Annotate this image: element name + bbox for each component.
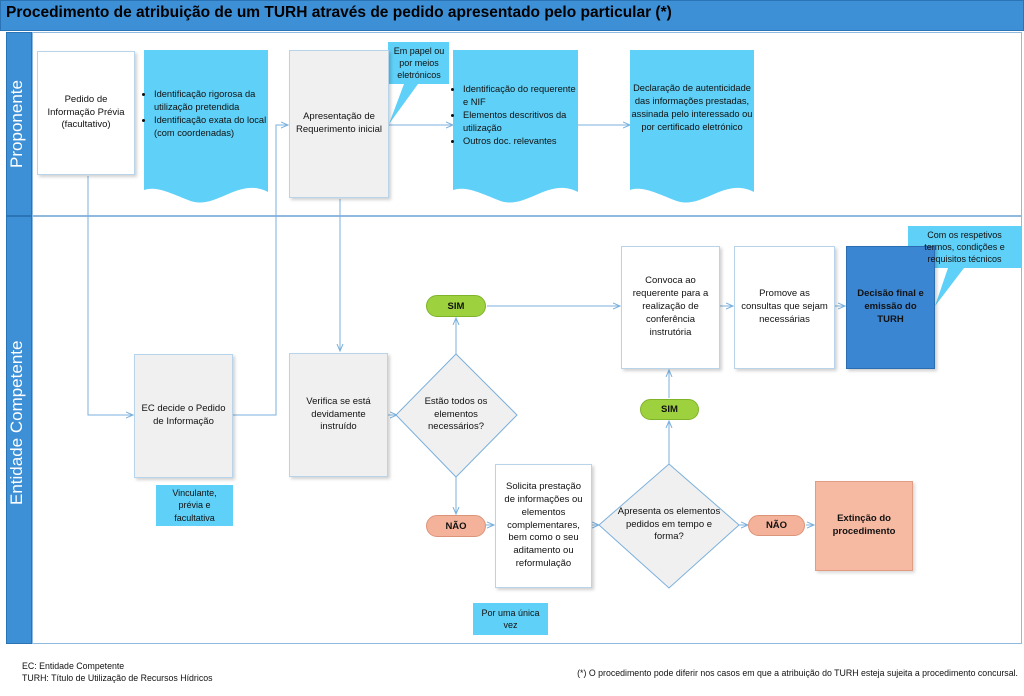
pedido-informacao-box: Pedido de Informação Prévia (facultativo… <box>37 51 135 175</box>
note-vinculante: Vinculante, prévia e facultativa <box>156 485 233 526</box>
sim-pill-2: SIM <box>640 399 699 420</box>
nao-pill-2: NÃO <box>748 515 805 536</box>
document-shape-3 <box>630 50 754 203</box>
document-shape-2 <box>453 50 578 203</box>
doc1-item: Identificação exata do local (com coorde… <box>154 114 267 140</box>
diamond-apresenta-text: Apresenta os elementos pedidos em tempo … <box>617 505 721 543</box>
footer-note: (*) O procedimento pode diferir nos caso… <box>577 668 1018 678</box>
doc2-item: Identificação do requerente e NIF <box>463 83 577 109</box>
requerimento-box: Apresentação de Requerimento inicial <box>289 50 389 198</box>
promove-box: Promove as consultas que sejam necessári… <box>734 246 835 369</box>
verifica-box: Verifica se está devidamente instruído <box>289 353 388 477</box>
nao-pill-1: NÃO <box>426 515 486 537</box>
decisao-final-box: Decisão final e emissão do TURH <box>846 246 935 369</box>
lane-header-entidade <box>6 216 32 644</box>
callout-termos-text: Com os respetivos termos, condições e re… <box>924 229 1005 265</box>
extincao-box: Extinção do procedimento <box>815 481 913 571</box>
callout-papel-shape <box>388 42 449 124</box>
title-bar <box>0 0 1024 31</box>
doc1-item: Identificação rigorosa da utilização pre… <box>154 88 267 114</box>
document-requerente: Identificação do requerente e NIF Elemen… <box>454 83 577 148</box>
legend-ec: EC: Entidade Competente <box>22 661 125 671</box>
callout-papel-text: Em papel ou por meios eletrónicos <box>393 45 445 81</box>
page-title: Procedimento de atribuição de um TURH at… <box>6 4 672 21</box>
diamond-elementos-text: Estão todos os elementos necessários? <box>424 395 488 433</box>
diamond-apresenta-shape <box>598 463 740 589</box>
connector-pedido-ec <box>87 176 133 415</box>
ec-decide-box: EC decide o Pedido de Informação <box>134 354 233 478</box>
connector-ec-requerimento <box>233 125 288 416</box>
document-identificacao: Identificação rigorosa da utilização pre… <box>145 88 267 140</box>
lane-header-proponente <box>6 32 32 216</box>
diamond-elementos-shape <box>395 353 518 478</box>
document-declaracao: Declaração de autenticidade das informaç… <box>631 83 753 133</box>
sim-pill-1: SIM <box>426 295 486 317</box>
doc2-item: Elementos descritivos da utilização <box>463 109 577 135</box>
callout-termos-shape <box>908 226 1021 306</box>
doc2-item: Outros doc. relevantes <box>463 135 577 148</box>
note-unica-vez: Por uma única vez <box>473 603 548 635</box>
solicita-box: Solicita prestação de informações ou ele… <box>495 464 592 588</box>
legend-turh: TURH: Título de Utilização de Recursos H… <box>22 672 213 683</box>
footer-legend: EC: Entidade Competente TURH: Título de … <box>22 661 342 685</box>
document-shape-1 <box>144 50 268 203</box>
convoca-box: Convoca ao requerente para a realização … <box>621 246 720 369</box>
